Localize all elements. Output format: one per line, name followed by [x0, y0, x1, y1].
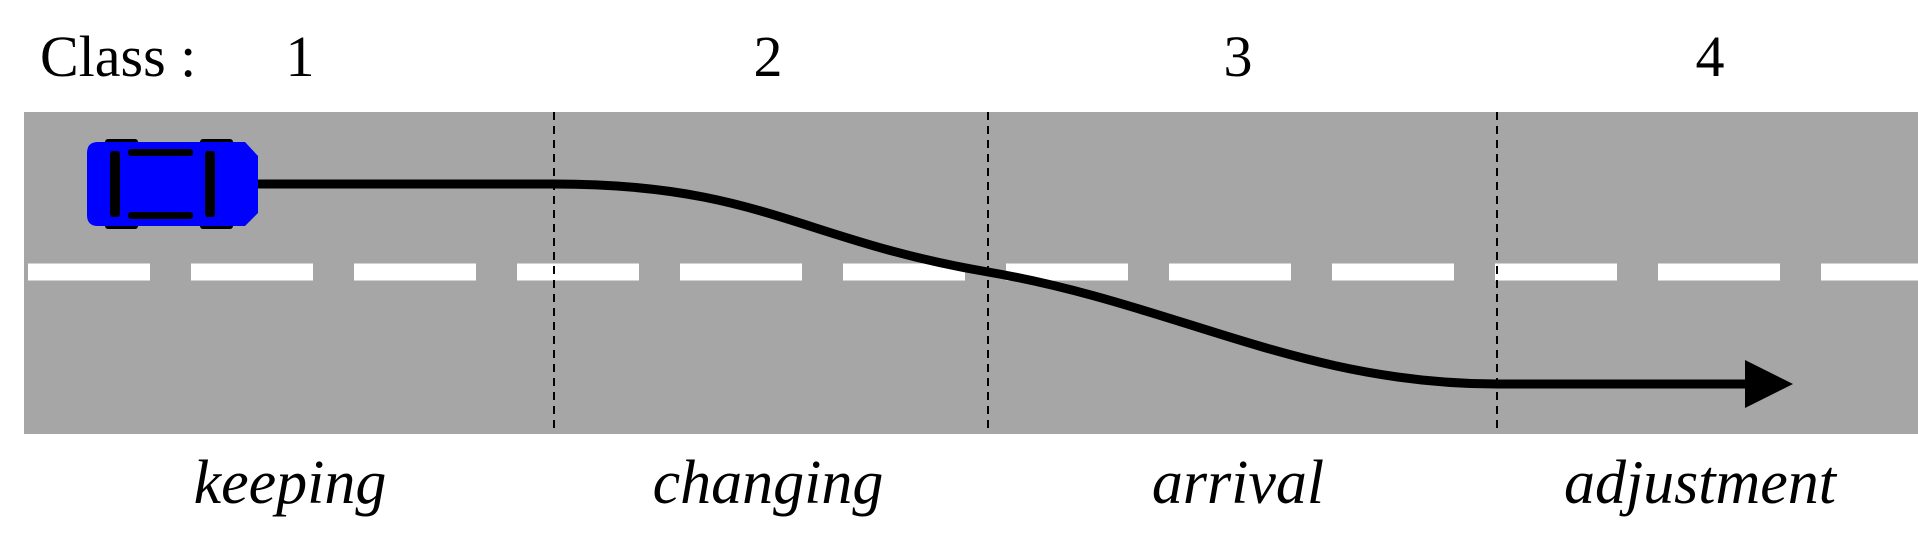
class-2-label: 2 [754, 24, 783, 89]
class-prefix-label: Class : [40, 24, 196, 89]
phase-keeping-label: keeping [194, 449, 387, 517]
phase-changing-label: changing [653, 449, 884, 517]
vehicle-trajectory-path [253, 179, 1760, 389]
arrowhead-icon [1745, 360, 1793, 408]
car-top-view-icon [87, 139, 258, 229]
class-4-label: 4 [1696, 24, 1725, 89]
phase-adjustment-label: adjustment [1564, 449, 1838, 517]
class-1-label: 1 [286, 24, 315, 89]
phase-arrival-label: arrival [1152, 449, 1324, 517]
class-3-label: 3 [1224, 24, 1253, 89]
